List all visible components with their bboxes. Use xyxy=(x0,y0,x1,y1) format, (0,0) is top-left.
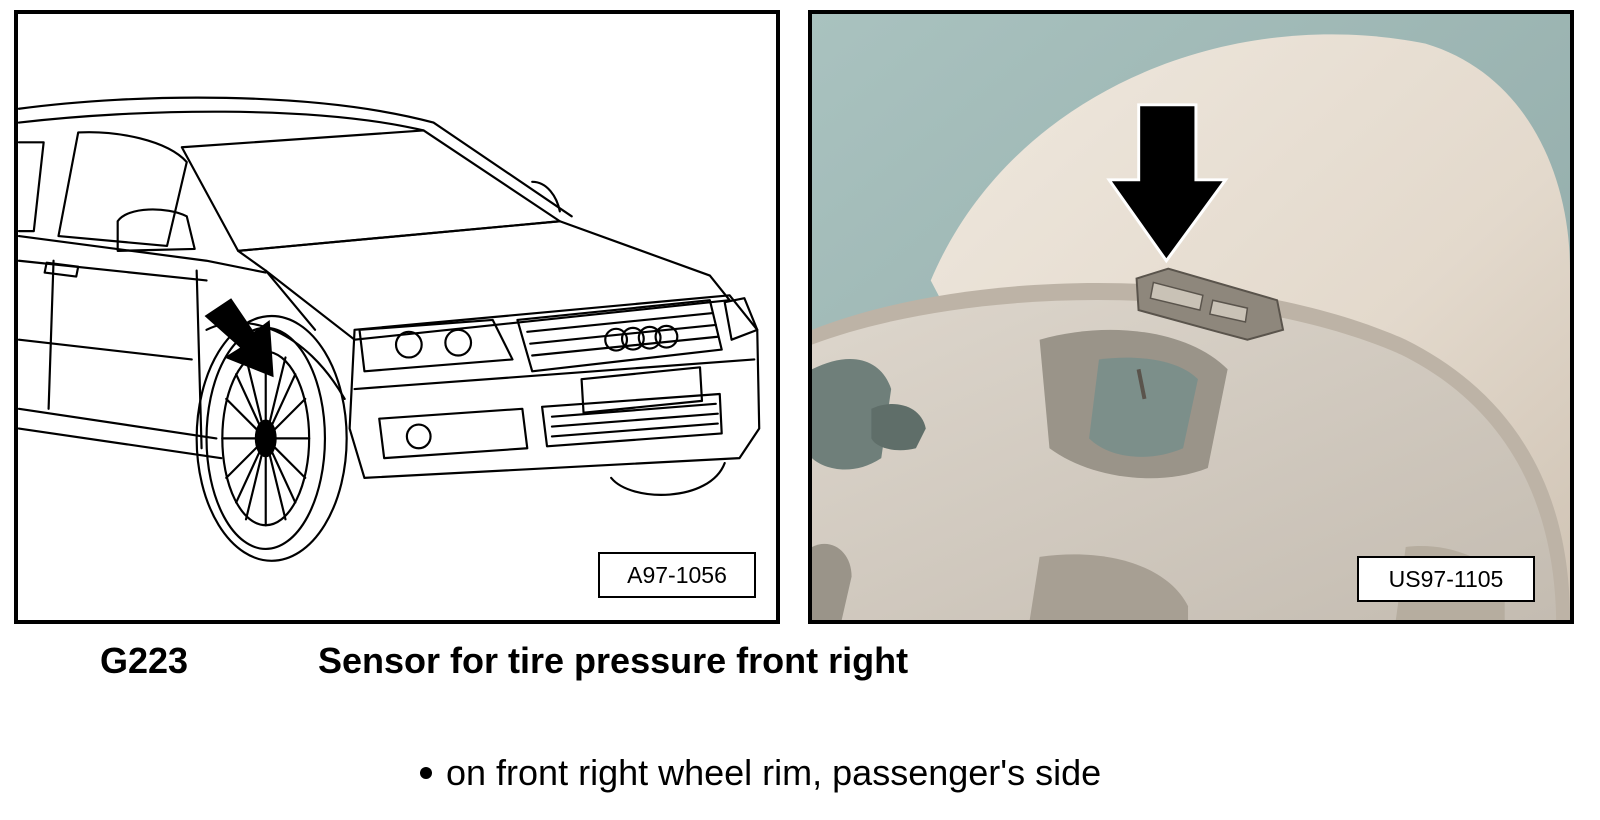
bullet-icon xyxy=(420,767,432,779)
figure-car-drawing: A97-1056 xyxy=(14,10,780,624)
location-note: on front right wheel rim, passenger's si… xyxy=(420,752,1101,794)
arrow-icon xyxy=(1106,103,1229,264)
figure-ref-id: US97-1105 xyxy=(1357,556,1535,602)
car-illustration xyxy=(18,96,761,562)
component-code: G223 xyxy=(100,640,189,681)
component-title: Sensor for tire pressure front right xyxy=(318,640,909,681)
figure-ref-id: A97-1056 xyxy=(598,552,756,598)
figure-wheel-photo: US97-1105 xyxy=(808,10,1574,624)
location-note-text: on front right wheel rim, passenger's si… xyxy=(446,752,1102,793)
wheel-rim-photo xyxy=(812,14,1570,620)
arrow-icon xyxy=(204,298,274,378)
